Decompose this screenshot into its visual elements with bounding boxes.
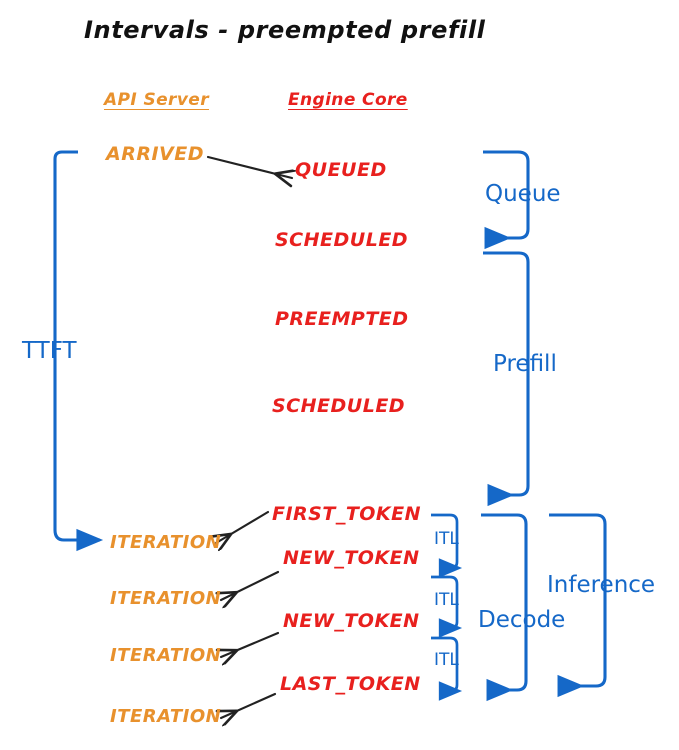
event-iteration-4: ITERATION — [110, 706, 222, 727]
column-header-engine-core: Engine Core — [288, 90, 408, 110]
interval-brackets — [53, 150, 607, 702]
event-scheduled-2: SCHEDULED — [272, 395, 406, 417]
interval-label-itl-2: ITL — [434, 590, 459, 610]
arrow-last-token-to-iteration — [221, 692, 277, 718]
event-last-token: LAST_TOKEN — [280, 673, 421, 695]
bracket-ttft — [53, 150, 104, 552]
transition-arrows — [206, 155, 292, 718]
bracket-itl-1 — [431, 513, 463, 578]
bracket-itl-3 — [431, 636, 463, 701]
bracket-queue — [483, 150, 530, 250]
arrow-new-token-2-to-iteration — [221, 631, 280, 657]
interval-label-itl-1: ITL — [434, 529, 459, 549]
event-first-token: FIRST_TOKEN — [272, 503, 422, 525]
event-new-token-2: NEW_TOKEN — [283, 610, 420, 632]
arrow-first-token-to-iteration — [216, 510, 270, 543]
event-arrived: ARRIVED — [106, 143, 204, 165]
event-queued: QUEUED — [295, 159, 387, 181]
interval-label-itl-3: ITL — [434, 650, 459, 670]
interval-label-ttft: TTFT — [22, 338, 77, 364]
bracket-decode — [481, 513, 528, 702]
event-iteration-3: ITERATION — [110, 645, 222, 666]
arrow-arrived-to-queued — [206, 155, 292, 178]
event-iteration-2: ITERATION — [110, 588, 222, 609]
arrow-new-token-1-to-iteration — [221, 570, 280, 600]
interval-label-decode: Decode — [478, 607, 566, 633]
interval-label-prefill: Prefill — [493, 351, 557, 377]
interval-label-queue: Queue — [485, 181, 561, 207]
bracket-inference — [549, 513, 607, 698]
event-preempted: PREEMPTED — [275, 308, 409, 330]
event-new-token-1: NEW_TOKEN — [283, 547, 420, 569]
event-scheduled-1: SCHEDULED — [275, 229, 409, 251]
column-header-api-server: API Server — [104, 90, 210, 110]
bracket-itl-2 — [431, 575, 463, 638]
event-iteration-1: ITERATION — [110, 532, 222, 553]
bracket-prefill — [483, 251, 530, 507]
interval-label-inference: Inference — [547, 572, 656, 598]
page-title: Intervals - preempted prefill — [84, 16, 486, 44]
